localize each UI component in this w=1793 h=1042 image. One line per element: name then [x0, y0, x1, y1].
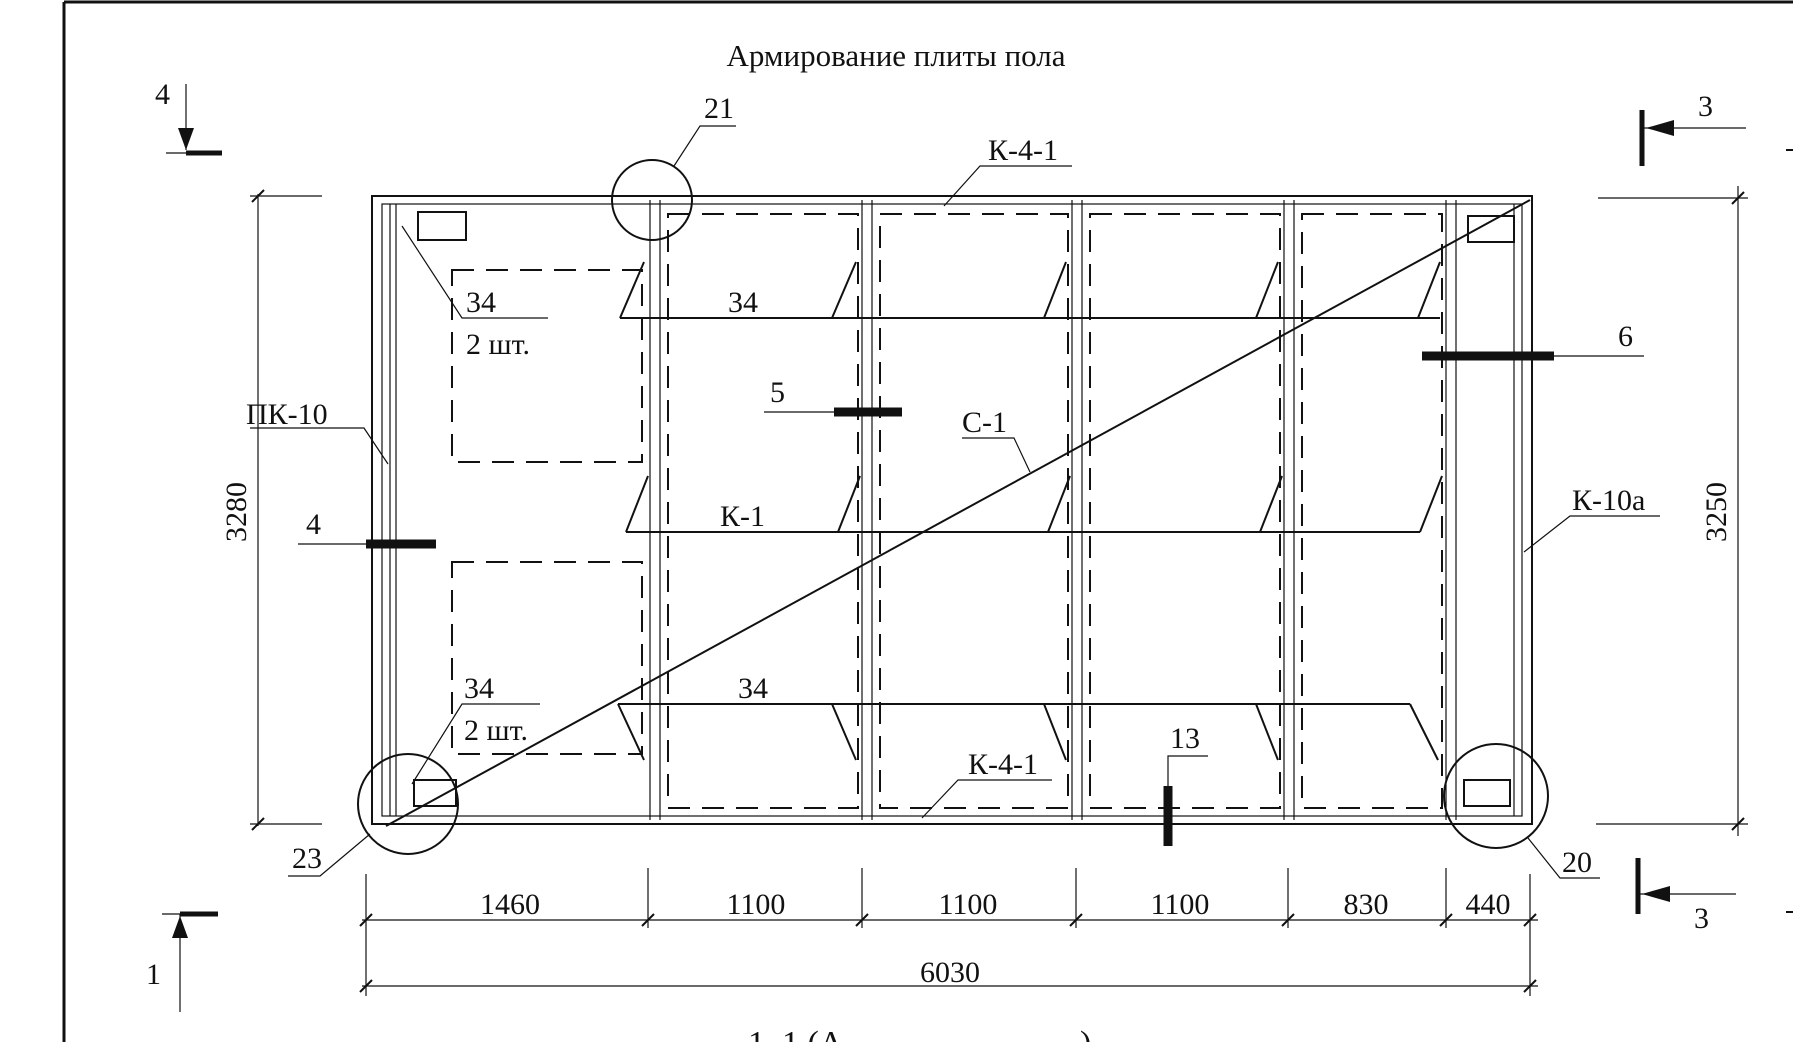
span-label-2: 1100: [727, 888, 786, 921]
label-34-top-bar: 34: [728, 286, 758, 319]
vertical-frames: [649, 200, 1457, 820]
leader-k10a: [1523, 515, 1660, 553]
dimension-height-right: [1596, 186, 1748, 836]
label-34-top-left: 34: [466, 286, 496, 319]
span-label-1: 1460: [480, 888, 540, 921]
section-marker-left-top: [166, 84, 222, 156]
leader-34-bottom-left: [411, 703, 540, 785]
label-callout-21: 21: [704, 92, 734, 125]
label-k1: К-1: [720, 500, 765, 533]
label-pos-6: 6: [1618, 320, 1633, 353]
label-34-top-left-qty: 2 шт.: [466, 328, 530, 361]
label-pos-4: 4: [306, 508, 321, 541]
label-pos-13: 13: [1170, 722, 1200, 755]
leader-34-top-left: [401, 225, 548, 319]
section-label-right-top: 3: [1698, 90, 1713, 123]
label-34-bottom-bar: 34: [738, 672, 768, 705]
dashed-mesh-panels: [451, 213, 1443, 809]
span-label-4: 1100: [1151, 888, 1210, 921]
leader-pk10: [250, 427, 389, 465]
bottom-caption: 1–1 (А: [748, 1025, 844, 1042]
label-callout-23: 23: [292, 842, 322, 875]
section-label-right-bottom: 3: [1694, 902, 1709, 935]
span-label-6: 440: [1466, 888, 1511, 921]
section-marker-left-bottom: [162, 911, 218, 1012]
label-callout-20: 20: [1562, 846, 1592, 879]
leader-23: [288, 833, 371, 877]
leader-c1: [962, 437, 1031, 473]
label-k41-top: К-4-1: [988, 134, 1058, 167]
span-label-3: 1100: [939, 888, 998, 921]
total-length-label: 6030: [920, 956, 980, 989]
dimension-spans: [359, 868, 1538, 996]
leader-k41-top: [943, 165, 1072, 207]
drawing-title: Армирование плиты пола: [727, 38, 1066, 73]
section-label-left-bottom: 1: [146, 958, 161, 991]
label-34-bottom-left-qty: 2 шт.: [464, 714, 528, 747]
drawing-frame: [62, 0, 1793, 1042]
dimension-height-right-label: 3250: [1700, 482, 1733, 542]
dimension-height-left: [250, 189, 322, 831]
callout-circles: [357, 159, 1549, 855]
span-label-5: 830: [1344, 888, 1389, 921]
section-label-left-top: 4: [155, 78, 170, 111]
section-marker-right-bottom: [1635, 858, 1736, 914]
label-pk10: ПК-10: [246, 398, 328, 431]
dimension-height-left-label: 3280: [220, 482, 253, 542]
label-k10a: К-10а: [1572, 484, 1645, 517]
bottom-caption-tail: ): [1080, 1025, 1091, 1042]
leader-k41-bottom: [921, 779, 1052, 819]
label-k41-bottom: К-4-1: [968, 748, 1038, 781]
label-34-bottom-left: 34: [464, 672, 494, 705]
slab-outline: [371, 195, 1533, 825]
label-pos-5: 5: [770, 376, 785, 409]
section-marker-right-top: [1639, 110, 1746, 166]
horizontal-bars: [617, 261, 1443, 761]
diagonal-bar-c1: [385, 199, 1531, 827]
leader-20: [1527, 837, 1600, 879]
leader-21: [673, 125, 736, 167]
label-c1: С-1: [962, 406, 1007, 439]
